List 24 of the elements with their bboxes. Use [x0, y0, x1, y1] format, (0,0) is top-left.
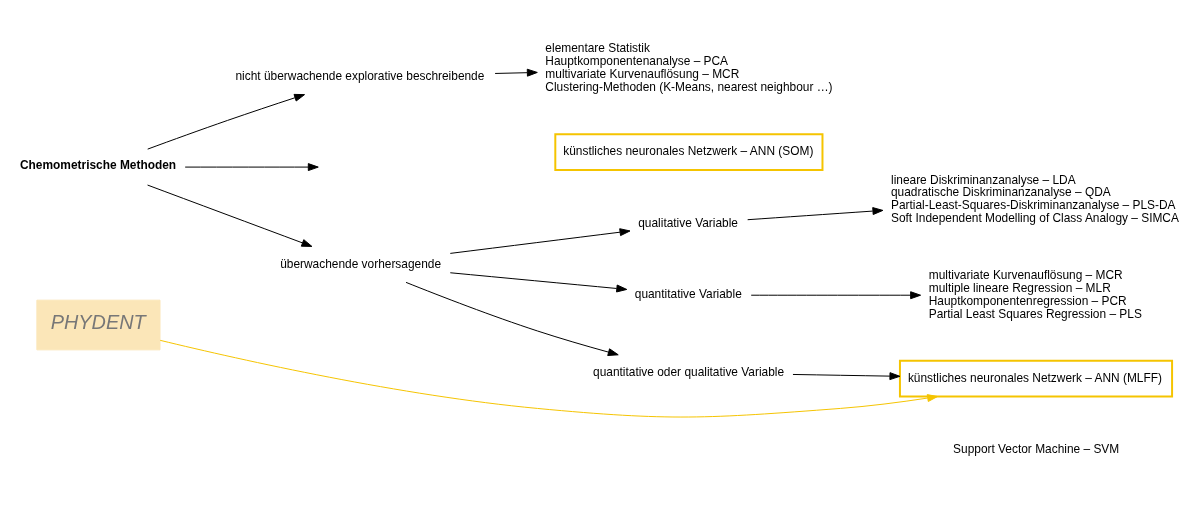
- node-text: überwachende vorhersagende: [280, 256, 442, 270]
- arrow: [449, 271, 628, 292]
- arrow: [159, 339, 939, 417]
- node-text: quantitative oder qualitative Variable: [593, 364, 785, 379]
- arrow: [147, 184, 313, 247]
- arrow: [792, 371, 901, 380]
- node-text: nicht überwachende explorative beschreibende: [235, 68, 485, 83]
- arrow: [405, 281, 619, 356]
- node-text: lineare Diskriminanzanalyse – LDA quadratische Diskriminanzanalyse – QDA Partial-Least-Squares-Diskriminanzanalyse – PLS-DA Soft Independent Modelling of Class Analogy – SIMCA: [891, 172, 1179, 225]
- label: Support Vector Machine – SVM: [953, 441, 1120, 456]
- arrow: [494, 68, 538, 77]
- arrow: [147, 93, 306, 150]
- node-box: PHYDENT: [36, 299, 161, 350]
- node-text: qualitative Variable: [638, 215, 738, 230]
- node-text: multivariate Kurvenauflösung – MCR multiple lineare Regression – MLR Hauptkomponentenregression – PCR Partial Least Squares Regression – PLS: [928, 267, 1142, 321]
- node-box: künstliches neuronales Netzwerk – ANN (SOM): [554, 132, 824, 171]
- node-text: quantitative Variable: [634, 286, 742, 301]
- arrow: [449, 227, 631, 254]
- node-box: künstliches neuronales Netzwerk – ANN (MLFF): [898, 359, 1174, 397]
- node-text: elementare Statistik Hauptkomponentenanalyse – PCA multivariate Kurvenauflösung – MCR Clustering-Methoden (K-Means, nearest neighbour …): [545, 40, 833, 94]
- arrow: [747, 206, 884, 220]
- arrow: [184, 162, 319, 171]
- arrow: [750, 290, 922, 299]
- node-text: Chemometrische Methoden: [19, 157, 177, 172]
